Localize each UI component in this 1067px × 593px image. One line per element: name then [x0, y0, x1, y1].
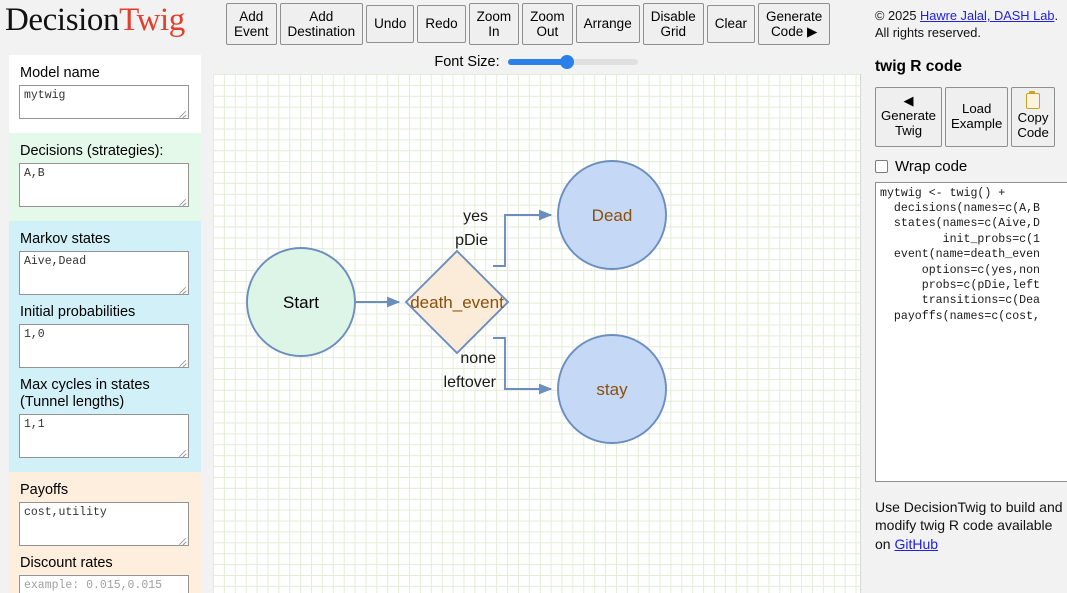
disable-grid-button[interactable]: Disable Grid	[642, 2, 704, 46]
wrap-code-checkbox[interactable]	[875, 159, 888, 173]
node-dead-label: Dead	[592, 206, 633, 225]
label-markov-states: Markov states	[20, 230, 111, 247]
label-payoffs: Payoffs	[20, 481, 69, 498]
initial-probabilities-input[interactable]	[19, 323, 189, 368]
load-example-button[interactable]: Load Example	[945, 86, 1009, 147]
zoom-in-button[interactable]: Zoom In	[468, 2, 520, 46]
diagram-canvas[interactable]: yes pDie none leftover Start death_event	[213, 74, 861, 593]
label-initial-probabilities: Initial probabilities	[20, 303, 136, 320]
panel-decisions: Decisions (strategies):	[9, 132, 201, 221]
footer-note: Use DecisionTwig to build and modify twi…	[875, 498, 1067, 554]
copy-code-button[interactable]: Copy Code	[1011, 86, 1055, 147]
github-link[interactable]: GitHub	[894, 535, 939, 552]
diagram-svg: yes pDie none leftover Start death_event	[246, 160, 667, 444]
edge-label-yes: yes	[463, 208, 488, 225]
model-fields-panel: Model name Decisions (strategies): Marko…	[9, 55, 201, 593]
edge-label-pdie: pDie	[455, 232, 488, 249]
model-name-wrap	[19, 84, 189, 119]
copy-code-label: Copy Code	[1017, 109, 1049, 140]
payoffs-wrap	[19, 501, 189, 546]
slider-fill	[507, 59, 567, 65]
arrange-button[interactable]: Arrange	[575, 5, 640, 43]
panel-model-name: Model name	[9, 55, 201, 133]
code-action-buttons: ◀ Generate Twig Load Example Copy Code	[875, 86, 1067, 147]
copyright-notice: © 2025 Hawre Jalal, DASH Lab. All rights…	[875, 8, 1067, 42]
markov-states-wrap	[19, 250, 189, 295]
model-name-input[interactable]	[19, 84, 189, 119]
decisions-wrap	[19, 162, 189, 207]
right-panel: © 2025 Hawre Jalal, DASH Lab. All rights…	[862, 0, 1067, 593]
dash-lab-link[interactable]: Hawre Jalal, DASH Lab	[920, 8, 1055, 23]
font-size-slider[interactable]	[507, 55, 638, 69]
clear-button[interactable]: Clear	[706, 5, 755, 43]
undo-button[interactable]: Undo	[366, 5, 415, 43]
top-toolbar: Add Event Add Destination Undo Redo Zoom…	[212, 0, 860, 48]
wrap-code-row[interactable]: Wrap code	[875, 158, 1067, 175]
load-example-label: Load Example	[951, 100, 1003, 131]
node-death-event[interactable]: death_event	[404, 249, 510, 355]
generate-code-button[interactable]: Generate Code ▶	[758, 2, 831, 46]
decisions-input[interactable]	[19, 162, 189, 207]
clipboard-icon	[1026, 90, 1041, 109]
discount-rates-wrap	[19, 574, 189, 593]
label-decisions: Decisions (strategies):	[20, 142, 164, 159]
edge-event-to-dead[interactable]: yes pDie	[455, 208, 553, 267]
max-cycles-input[interactable]	[19, 413, 189, 458]
markov-states-input[interactable]	[19, 250, 189, 295]
node-start[interactable]: Start	[246, 247, 356, 357]
panel-payoffs: Payoffs Discount rates	[9, 471, 201, 593]
zoom-out-button[interactable]: Zoom Out	[522, 2, 573, 46]
redo-button[interactable]: Redo	[417, 5, 466, 43]
font-size-control: Font Size:	[212, 50, 860, 74]
r-code-textarea[interactable]: mytwig <- twig() + decisions(names=c(A,B…	[875, 181, 1067, 482]
edge-label-none: none	[460, 350, 496, 367]
font-size-label: Font Size:	[434, 54, 500, 70]
slider-thumb[interactable]	[559, 55, 574, 69]
generate-twig-button[interactable]: ◀ Generate Twig	[875, 86, 942, 147]
label-discount-rates: Discount rates	[20, 554, 113, 571]
add-event-button[interactable]: Add Event	[226, 2, 277, 46]
left-triangle-icon: ◀	[903, 93, 914, 109]
initial-probabilities-wrap	[19, 323, 189, 368]
generate-twig-label: Generate Twig	[881, 108, 936, 139]
edge-label-leftover: leftover	[444, 374, 497, 391]
wrap-code-label: Wrap code	[895, 157, 968, 175]
copyright-prefix: © 2025	[875, 8, 921, 23]
payoffs-input[interactable]	[19, 501, 189, 546]
node-stay[interactable]: stay	[557, 334, 667, 444]
node-dead[interactable]: Dead	[557, 160, 667, 270]
discount-rates-input[interactable]	[19, 574, 189, 593]
logo-part-decision: Decision	[5, 2, 120, 38]
label-max-cycles: Max cycles in states (Tunnel lengths)	[20, 376, 150, 410]
panel-markov: Markov states Initial probabilities Max …	[9, 220, 201, 472]
twig-r-code-title: twig R code	[875, 57, 962, 75]
r-code-content: mytwig <- twig() + decisions(names=c(A,B…	[880, 186, 1041, 323]
node-stay-label: stay	[596, 380, 628, 399]
logo-part-twig: Twig	[119, 2, 185, 38]
add-destination-button[interactable]: Add Destination	[279, 2, 364, 46]
max-cycles-wrap	[19, 413, 189, 458]
left-sidebar: DecisionTwig Model name Decisions (strat…	[0, 0, 204, 593]
node-death-event-label: death_event	[410, 293, 504, 312]
label-model-name: Model name	[20, 65, 100, 81]
edge-event-to-stay[interactable]: none leftover	[444, 337, 553, 395]
footer-note-text: Use DecisionTwig to build and modify twi…	[875, 498, 1063, 552]
app-logo: DecisionTwig	[5, 2, 185, 39]
node-start-label: Start	[283, 293, 319, 312]
copyright-suffix: . All rights reserved.	[875, 8, 1059, 40]
